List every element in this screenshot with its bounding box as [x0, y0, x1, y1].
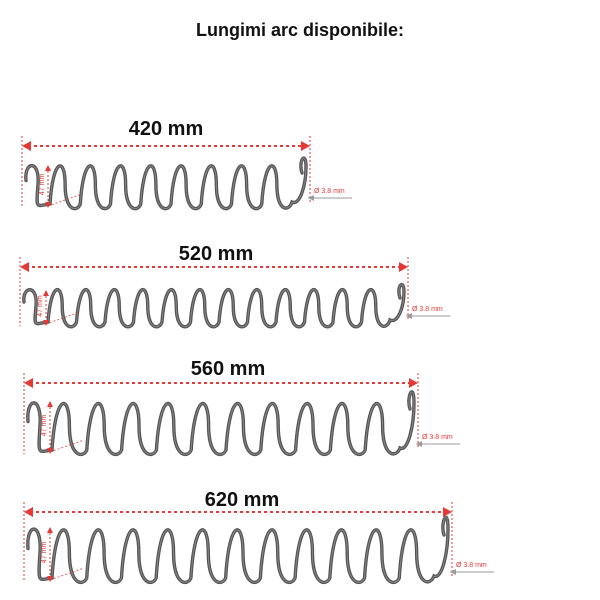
diameter-label: Ø 3.8 mm — [422, 434, 453, 441]
arrow-left-icon — [20, 262, 29, 272]
arrow-left-icon — [24, 378, 33, 388]
diameter-arrow-icon — [406, 313, 412, 319]
arrow-up-icon — [47, 527, 53, 533]
arrow-right-icon — [399, 262, 408, 272]
diameter-label: Ø 3.8 mm — [314, 188, 345, 195]
diameter-label: Ø 3.8 mm — [456, 562, 487, 569]
diameter-label: Ø 3.8 mm — [412, 306, 443, 313]
height-leader — [49, 567, 85, 581]
height-label: 47 mm — [39, 174, 46, 196]
spring-wire — [26, 515, 450, 584]
height-label: 47 mm — [41, 542, 48, 564]
length-label: 560 mm — [190, 358, 266, 380]
spring-wire-highlight — [27, 516, 449, 583]
height-label: 47 mm — [37, 295, 44, 317]
diameter-arrow-icon — [450, 569, 456, 575]
height-label: 47 mm — [41, 415, 48, 437]
diameter-arrow-icon — [416, 441, 422, 447]
arrow-up-icon — [47, 401, 53, 407]
arrow-down-icon — [45, 202, 51, 208]
spring-wire-highlight — [25, 157, 307, 210]
arrow-up-icon — [45, 165, 51, 171]
arrow-down-icon — [43, 320, 49, 326]
arrow-down-icon — [47, 576, 53, 582]
arrow-down-icon — [47, 448, 53, 454]
page-title: Lungimi arc disponibile: — [195, 20, 404, 40]
arrow-right-icon — [409, 378, 418, 388]
length-label: 620 mm — [204, 489, 280, 511]
spring-wire-highlight — [23, 284, 405, 328]
length-label: 420 mm — [128, 118, 204, 140]
length-label: 520 mm — [178, 243, 254, 265]
arrow-right-icon — [443, 507, 452, 517]
spring-wire-highlight — [27, 391, 415, 455]
arrow-right-icon — [301, 141, 310, 151]
arrow-left-icon — [22, 141, 31, 151]
diameter-arrow-icon — [308, 195, 314, 201]
arrow-left-icon — [24, 507, 33, 517]
arrow-up-icon — [43, 290, 49, 296]
